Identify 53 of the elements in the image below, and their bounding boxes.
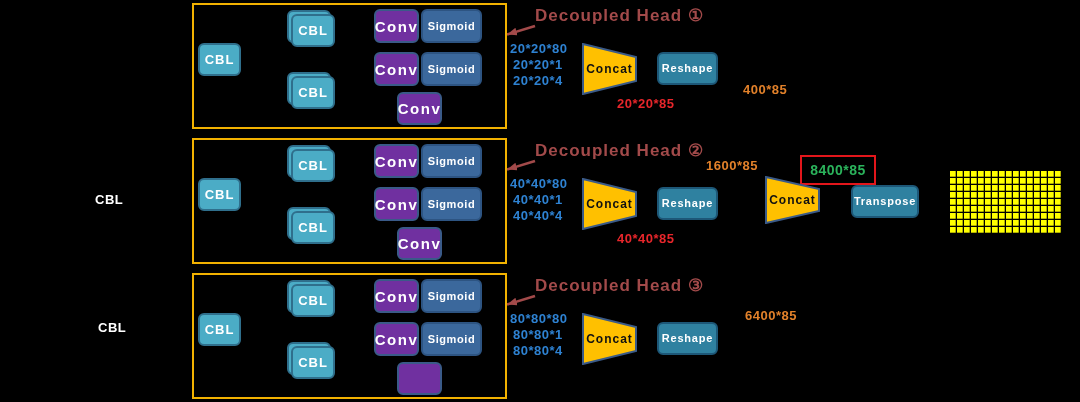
tensor-shape-label: 1600*85 [706,159,758,172]
layer-block: Conv [374,187,419,221]
tensor-shape-label: 40*40*80 [510,177,568,190]
operation-block: Reshape [657,52,718,85]
highlighted-value-box: 8400*85 [800,155,876,185]
trapezoid-block: Concat [765,176,820,224]
tensor-shape-label: 20*20*1 [513,58,563,71]
layer-block: Conv [374,52,419,86]
tensor-shape-label: 20*20*85 [617,97,675,110]
layer-block: Conv [374,9,419,43]
arrow [506,24,536,36]
tensor-shape-label: 80*80*80 [510,312,568,325]
head-title: Decoupled Head ③ [535,275,720,296]
layer-block: Sigmoid [421,52,482,86]
head-title: Decoupled Head ② [535,140,720,161]
operation-block: Transpose [851,185,919,218]
layer-block: Sigmoid [421,9,482,43]
layer-block: Sigmoid [421,322,482,356]
outlined-panel [192,3,507,129]
trapezoid-block: Concat [582,178,637,230]
layer-block: Conv [374,144,419,178]
operation-block: Reshape [657,322,718,355]
arrow [506,159,536,171]
layer-label: CBL [95,193,124,206]
layer-block: Sigmoid [421,144,482,178]
layer-block: Conv [374,279,419,313]
outlined-panel [192,138,507,264]
layer-block [397,362,442,395]
trapezoid-block: Concat [582,43,637,95]
tensor-shape-label: 80*80*4 [513,344,563,357]
tensor-shape-label: 20*20*4 [513,74,563,87]
layer-label: CBL [98,321,127,334]
trapezoid-block: Concat [582,313,637,365]
arrow [506,294,536,306]
outlined-panel [192,273,507,399]
layer-block: CBL [198,313,241,346]
tensor-shape-label: 80*80*1 [513,328,563,341]
operation-block: Reshape [657,187,718,220]
layer-block: Sigmoid [421,187,482,221]
tensor-shape-label: 400*85 [743,83,788,96]
cell-grid [950,171,1062,234]
layer-block: CBL [198,178,241,211]
layer-block: CBL [198,43,241,76]
tensor-shape-label: 6400*85 [745,309,797,322]
layer-block: Conv [397,227,442,260]
head-title: Decoupled Head ① [535,5,720,26]
tensor-shape-label: 40*40*1 [513,193,563,206]
tensor-shape-label: 40*40*85 [617,232,675,245]
tensor-shape-label: 20*20*80 [510,42,568,55]
layer-block: Conv [374,322,419,356]
layer-block: Conv [397,92,442,125]
layer-block: Sigmoid [421,279,482,313]
tensor-shape-label: 40*40*4 [513,209,563,222]
